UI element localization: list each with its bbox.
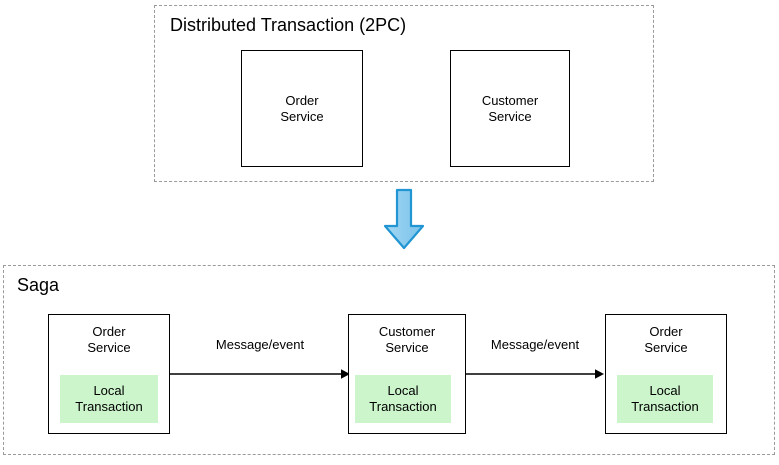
connector-label-1: Message/event	[215, 337, 305, 352]
local-transaction-order-service-saga-1: Local Transaction	[60, 375, 158, 423]
local-transaction-order-service-saga-2: Local Transaction	[617, 375, 713, 423]
service-label-order-service-2pc: Order Service	[280, 93, 324, 124]
down-arrow-icon	[380, 188, 428, 250]
service-label-order-service-saga-2: Order Service	[644, 324, 688, 355]
local-transaction-customer-service-saga: Local Transaction	[355, 375, 451, 423]
group-saga	[3, 265, 775, 455]
connector-arrow-1	[169, 368, 351, 380]
connector-arrow-2	[465, 368, 605, 380]
service-label-customer-service-2pc: Customer Service	[481, 93, 539, 124]
service-label-customer-service-saga: Customer Service	[378, 324, 436, 355]
service-label-order-service-saga-1: Order Service	[87, 324, 131, 355]
group-title-distributed-transaction: Distributed Transaction (2PC)	[170, 15, 407, 35]
service-box-customer-service-2pc[interactable]	[450, 50, 570, 167]
group-title-saga: Saga	[17, 275, 60, 295]
group-distributed-transaction	[154, 5, 654, 182]
connector-label-2: Message/event	[490, 337, 580, 352]
service-box-order-service-2pc[interactable]	[241, 50, 363, 167]
